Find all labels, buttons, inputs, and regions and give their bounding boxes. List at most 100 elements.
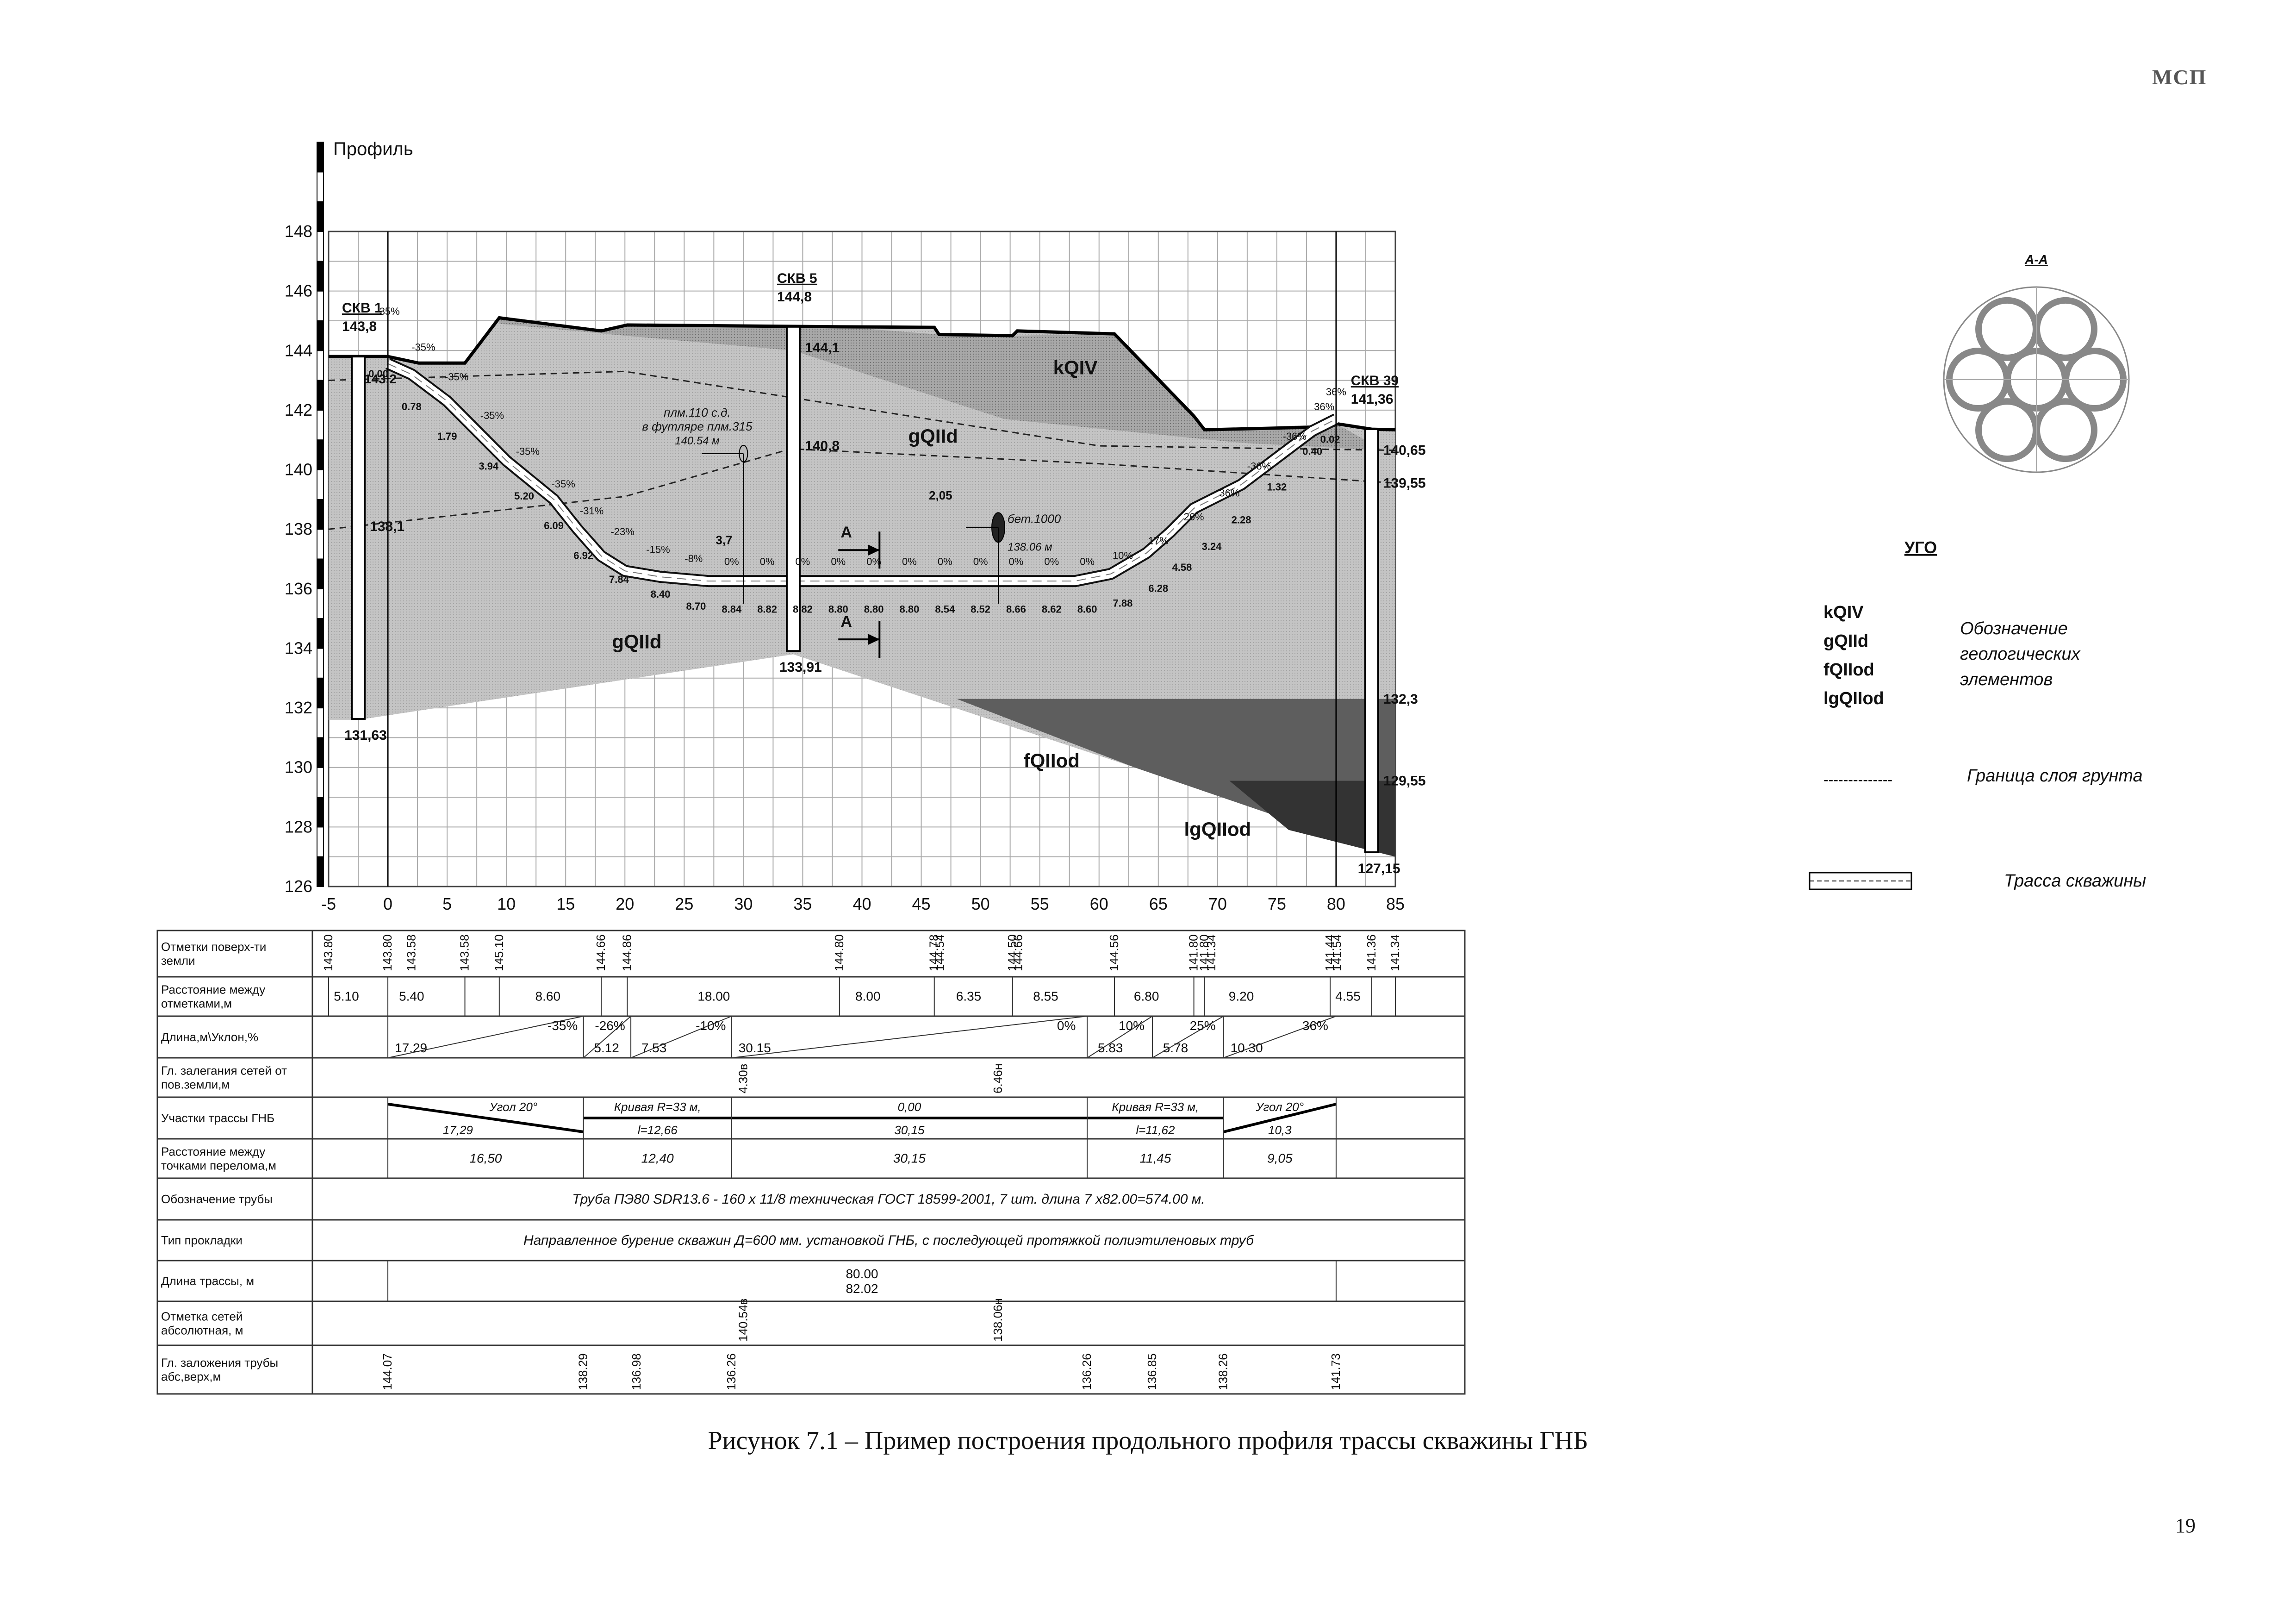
surface-mark: 144.50: [1005, 934, 1019, 971]
gnb-segment-bottom: 30,15: [894, 1123, 925, 1137]
table-frame: [156, 930, 1466, 1395]
x-tick-label: 65: [1149, 894, 1168, 913]
pipe-depth: 136.26: [724, 1353, 738, 1390]
segment-slope: -35%: [548, 1018, 578, 1033]
borehole-name: СКВ 1: [342, 300, 382, 316]
slope-label: -23%: [610, 526, 634, 537]
borehole-name: СКВ 5: [777, 271, 817, 286]
x-tick-label: 35: [793, 894, 812, 913]
surface-mark: 144.86: [620, 934, 634, 971]
distance-value: 6.80: [1134, 989, 1159, 1004]
soil-kQIV: [499, 318, 1384, 450]
slope-label: -35%: [445, 371, 468, 383]
slope-label: 0%: [973, 556, 988, 567]
surface-mark: 144.56: [1107, 934, 1121, 971]
depth-label: 2.28: [1232, 514, 1251, 525]
scale-bar-segment: [317, 797, 324, 828]
segment-slope: 36%: [1302, 1018, 1328, 1033]
segment-slope: 10%: [1119, 1018, 1145, 1033]
scale-bar-segment: [317, 142, 324, 173]
depth-label: 8.84: [722, 603, 742, 615]
x-tick-label: 10: [497, 894, 516, 913]
borehole-column: [351, 356, 366, 720]
depth-label: 7.88: [1113, 597, 1133, 609]
borehole-level: 129,55: [1383, 774, 1426, 789]
soil-lgQIIod: [1229, 781, 1395, 857]
soil-layers: [329, 318, 1395, 857]
legend-description: геологических: [1960, 644, 2081, 664]
surface-mark: 141.36: [1364, 934, 1378, 971]
pipe-depth: 138.26: [1216, 1353, 1230, 1390]
scale-bar-segment: [317, 231, 324, 262]
slope-diagonal: [387, 1016, 584, 1058]
slope-label: -35%: [376, 306, 399, 317]
distance-value: 5.40: [399, 989, 424, 1004]
x-tick-label: 5: [442, 894, 452, 913]
surface-mark: 141.34: [1204, 934, 1218, 971]
borehole-bottom: 133,91: [779, 660, 822, 675]
surface-mark: 141.44: [1323, 934, 1337, 971]
x-tick-label: 20: [616, 894, 634, 913]
x-tick-label: 70: [1208, 894, 1227, 913]
borehole-elevation: 144,8: [777, 289, 812, 305]
break-distance: 12,40: [641, 1151, 674, 1166]
x-tick-label: 45: [912, 894, 931, 913]
layer-label: gQIId: [612, 631, 661, 652]
gnb-segment-bottom: 10,3: [1268, 1123, 1292, 1137]
borehole-name: СКВ 39: [1351, 373, 1399, 388]
slope-diagonal: [1223, 1016, 1337, 1058]
scale-bar-segment: [317, 350, 324, 381]
legend-description: Обозначение: [1960, 619, 2068, 638]
y-tick-label: 148: [285, 222, 312, 241]
utility-label: бет.1000: [1008, 512, 1061, 525]
pipe-depth: 136.85: [1145, 1353, 1159, 1390]
table-row-label: земли: [161, 954, 195, 968]
depth-label: 6.28: [1148, 582, 1168, 594]
slope-label: 0%: [796, 556, 810, 567]
slope-label: 26%: [1184, 511, 1204, 523]
scale-bar-segment: [317, 469, 324, 500]
layer-label: lgQIIod: [1184, 818, 1251, 840]
surface-mark: 143.58: [458, 934, 472, 971]
borehole-elevation: 143,8: [342, 319, 377, 334]
surface-mark: 143.58: [404, 934, 418, 971]
utility-label: плм.110 с.д.: [664, 406, 731, 419]
table-row-label: Тип прокладки: [161, 1233, 243, 1247]
gnb-segment-top: Угол 20°: [1255, 1100, 1304, 1114]
segment-length: 30.15: [739, 1041, 771, 1055]
x-tick-label: 85: [1386, 894, 1405, 913]
borehole-level: 139,55: [1383, 475, 1426, 491]
depth-mark: 4.30в: [736, 1064, 750, 1093]
slope-diagonal: [583, 1016, 631, 1058]
borehole-level: 140,65: [1383, 443, 1426, 458]
document-code: МСП: [2152, 65, 2207, 89]
table-row-label: Расстояние между: [161, 983, 265, 997]
slope-label: -35%: [551, 478, 575, 490]
y-tick-label: 146: [285, 281, 312, 300]
section-arrowhead: [868, 544, 880, 556]
utility-label: 140.54 м: [675, 435, 720, 447]
scale-bar-segment: [317, 380, 324, 411]
table-row-label: Расстояние между: [161, 1145, 265, 1159]
depth-label: 8.54: [935, 603, 955, 615]
pipe-depth: 136.26: [1080, 1353, 1094, 1390]
depth-label: 1.79: [437, 431, 457, 442]
slope-label: 0%: [1009, 556, 1024, 567]
depth-label: 4.58: [1172, 562, 1192, 573]
scale-bar-segment: [317, 171, 324, 202]
table-row-label: Отметка сетей: [161, 1310, 243, 1324]
depth-label: 8.82: [793, 603, 813, 615]
segment-slope: 0%: [1057, 1018, 1076, 1033]
utility-dim: 3,7: [716, 533, 732, 547]
legend-code: kQIV: [1823, 603, 1864, 622]
depth-label: 8.80: [828, 603, 848, 615]
depth-label: 0.40: [1302, 445, 1322, 457]
scale-bar-segment: [317, 588, 324, 619]
utility-label: в футляре плм.315: [642, 419, 753, 433]
slope-label: 0%: [902, 556, 917, 567]
laying-type: Направленное бурение скважин Д=600 мм. у…: [523, 1233, 1254, 1248]
section-mark: А: [840, 613, 852, 631]
layer-label: gQIId: [908, 425, 958, 447]
surface-mark: 144.78: [927, 934, 941, 971]
slope-label: 0%: [760, 556, 775, 567]
